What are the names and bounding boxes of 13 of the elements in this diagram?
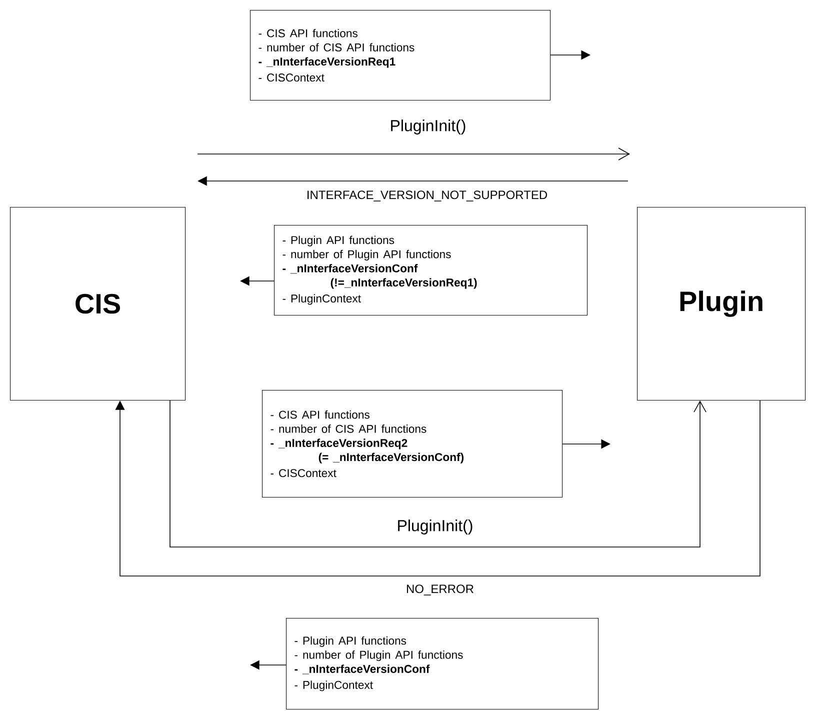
edge-label: NO_ERROR (406, 584, 474, 596)
message-box: - CIS API functions - number of CIS API functions - _nInterfaceVersionReq1 - CISContext (250, 10, 551, 101)
edge-label: INTERFACE_VERSION_NOT_SUPPORTED (308, 190, 548, 202)
arrow (115, 400, 760, 576)
arrow (170, 400, 706, 548)
arrow (197, 148, 630, 160)
message-box: - CIS API functions - number of CIS API functions - _nInterfaceVersionReq2 (= _nInterfaceVersionConf) - CISContext (262, 390, 563, 498)
edge-label: PluginInit() (391, 120, 466, 134)
system-box: Plugin (637, 207, 806, 401)
system-box: CIS (10, 207, 186, 401)
message-box: - Plugin API functions - number of Plugin API functions - _nInterfaceVersionConf (!=_nInterfaceVersionReq1) - PluginContext (274, 225, 588, 316)
message-box: - Plugin API functions - number of Plugin API functions - _nInterfaceVersionConf - PluginContext (286, 618, 599, 710)
edge-label: PluginInit() (398, 520, 472, 534)
